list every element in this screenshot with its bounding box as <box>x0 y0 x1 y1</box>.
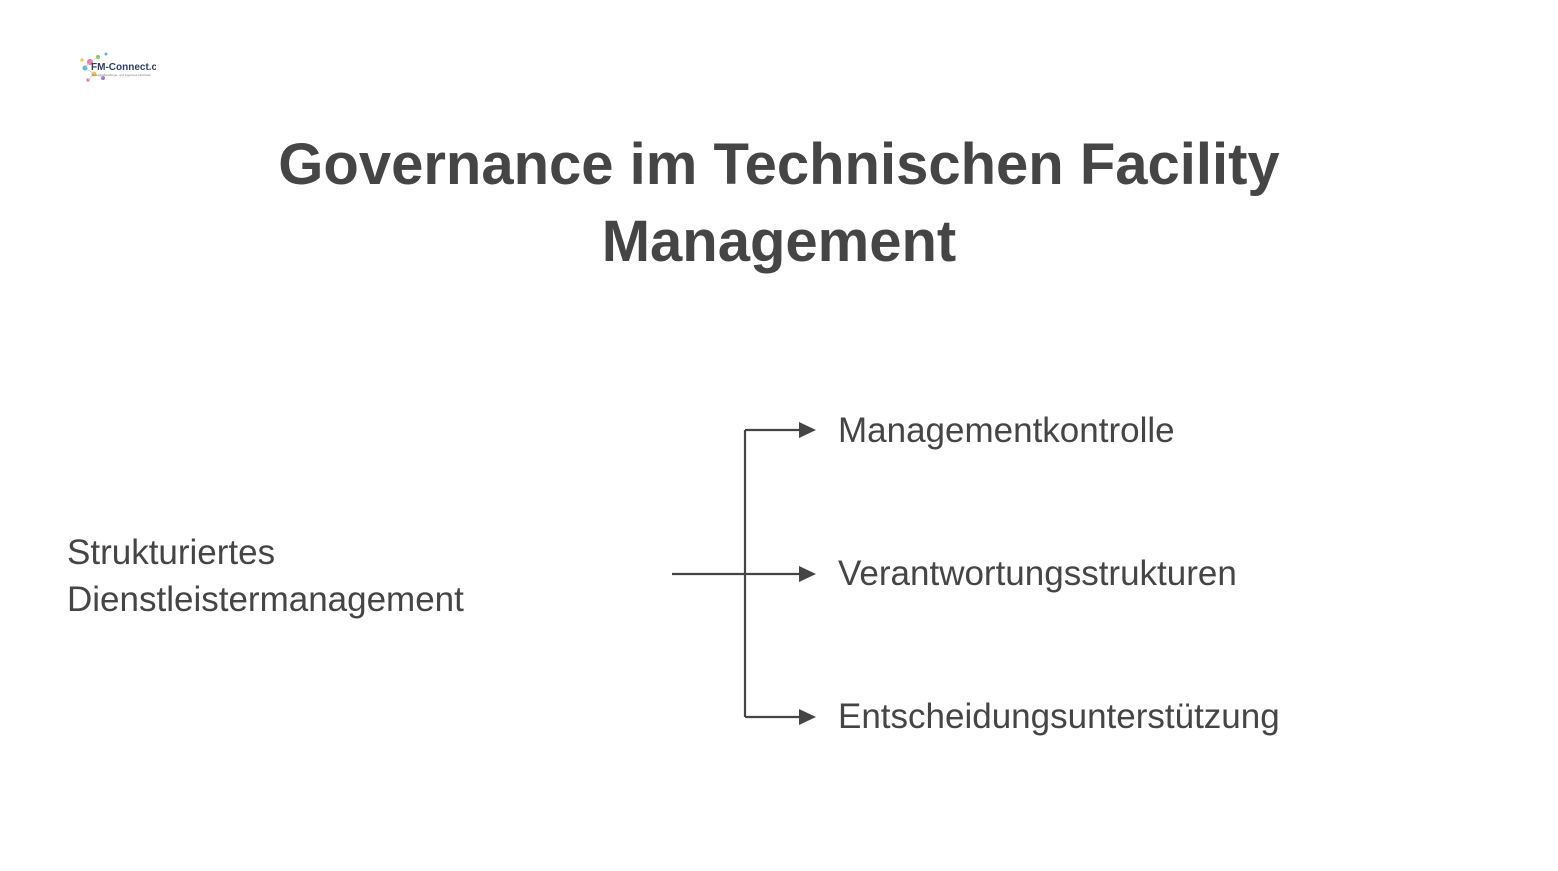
source-node: Strukturiertes Dienstleistermanagement <box>67 529 464 623</box>
target-node-managementkontrolle: Managementkontrolle <box>838 411 1175 450</box>
page-title: Governance im Technischen Facility Manag… <box>0 126 1558 280</box>
target-node-entscheidungsunterstuetzung: Entscheidungsunterstützung <box>838 697 1280 736</box>
fm-connect-logo: FM-Connect.com Das FM-Beratungs- und Ing… <box>76 48 156 88</box>
source-node-line-1: Strukturiertes <box>67 533 276 572</box>
logo-text: FM-Connect.com <box>91 62 156 73</box>
arrowhead-bottom <box>799 709 816 725</box>
target-node-verantwortungsstrukturen: Verantwortungsstrukturen <box>838 554 1237 593</box>
logo-graphic: FM-Connect.com Das FM-Beratungs- und Ing… <box>80 52 156 82</box>
arrowhead-middle <box>799 566 816 582</box>
arrowhead-top <box>799 422 816 438</box>
connector-lines <box>672 428 801 719</box>
page-title-line-1: Governance im Technischen Facility <box>278 132 1280 197</box>
source-node-line-2: Dienstleistermanagement <box>67 580 464 619</box>
logo-tagline: Das FM-Beratungs- und Ingenieur-Netzwerk <box>92 73 151 77</box>
page-title-line-2: Management <box>601 209 957 274</box>
